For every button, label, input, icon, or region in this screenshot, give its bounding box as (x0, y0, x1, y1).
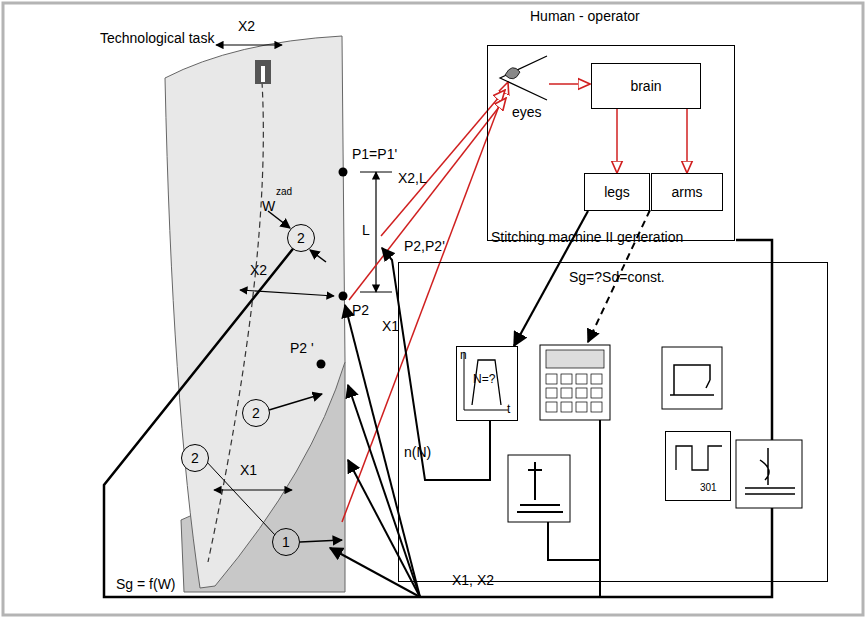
label: zad (276, 186, 292, 198)
vision-arrow (549, 83, 590, 85)
label: n(N) (404, 444, 431, 460)
process-box: arms (651, 173, 723, 211)
key (576, 374, 587, 384)
key (576, 388, 587, 398)
control-line (599, 420, 601, 560)
label: P1=P1' (352, 146, 397, 162)
callout-circle: 2 (287, 224, 315, 252)
label: X2 (250, 262, 267, 278)
process-box: brain (591, 63, 701, 109)
key (546, 374, 557, 384)
x1-dimension (214, 489, 292, 490)
feedback-line (104, 240, 772, 597)
vision-arrow (342, 82, 508, 522)
callout-number: 1 (282, 534, 290, 550)
upper-panel (165, 36, 345, 588)
label: L (362, 222, 370, 238)
eye-icon (500, 56, 547, 100)
l-tick (360, 292, 392, 293)
callout-number: 2 (252, 405, 260, 421)
label: Technological task (100, 30, 214, 46)
x2-dimension (240, 290, 334, 296)
box-text: n (460, 349, 467, 363)
box-text: arms (671, 184, 702, 200)
machine-icon (670, 365, 714, 395)
connector (616, 109, 618, 173)
box-text: legs (604, 184, 630, 200)
key (546, 402, 557, 412)
label: Sg = f(W) (116, 576, 176, 592)
label: X2 (238, 18, 255, 34)
graph-axes (464, 352, 508, 410)
force-arrow (300, 540, 342, 542)
box-text: Human - operator (530, 8, 640, 24)
key (561, 374, 572, 384)
label: W (262, 198, 275, 214)
key (576, 402, 587, 412)
label: X1 (382, 318, 399, 334)
key (591, 374, 602, 384)
machine-icon (662, 347, 722, 409)
leader-line (205, 460, 275, 535)
keypad-icon (540, 345, 610, 420)
presser-foot (255, 60, 271, 84)
force-arrow (269, 394, 322, 410)
box-text: 301 (700, 482, 717, 494)
x2-dimension (216, 44, 282, 45)
box-text: t (507, 403, 510, 417)
keypad-display (546, 350, 604, 368)
key (561, 388, 572, 398)
needle-icon (517, 462, 563, 512)
stitch-icon (676, 446, 722, 470)
control-line (348, 385, 420, 597)
key (591, 388, 602, 398)
keypad-keys (546, 374, 602, 412)
box-text: Sg=?Sd=const. (569, 269, 665, 285)
needle-slot (261, 66, 265, 82)
speed-graph (472, 360, 501, 405)
box-text: Stitching machine II generation (491, 229, 683, 245)
feed-icon (745, 448, 795, 494)
callout-number: 2 (297, 230, 305, 246)
process-box: nN=? t (456, 346, 518, 421)
force-arrow (310, 250, 326, 262)
label: X1, X2 (452, 572, 494, 588)
needle-icon (508, 455, 570, 522)
key (546, 388, 557, 398)
frame (3, 3, 863, 615)
label: eyes (512, 104, 542, 120)
point (339, 168, 348, 177)
callout-circle: 1 (272, 528, 300, 556)
feed-icon (736, 440, 802, 508)
key (591, 402, 602, 412)
label: X1 (240, 462, 257, 478)
eye-icon (505, 68, 520, 79)
process-box: legs (584, 173, 650, 211)
callout-circle: 2 (181, 444, 209, 472)
process-box: 301 (665, 431, 731, 501)
process-box: Stitching machine II generationSg=?Sd=co… (398, 262, 828, 582)
process-box: Human - operatorbrainlegsarms (487, 45, 735, 241)
label: X2,L (398, 170, 427, 186)
box-text: N=? (473, 373, 495, 387)
callout-circle: 2 (242, 399, 270, 427)
l-tick (360, 172, 392, 173)
label: P2 ' (290, 340, 314, 356)
key (561, 402, 572, 412)
vision-arrow (349, 98, 506, 300)
point (317, 360, 326, 369)
label: P2 (352, 302, 369, 318)
point (339, 292, 348, 301)
l-dimension (375, 172, 376, 292)
callout-number: 2 (191, 450, 199, 466)
control-line (548, 522, 600, 597)
label: P2,P2' (404, 238, 445, 254)
box-text: brain (630, 78, 661, 94)
control-line (348, 460, 420, 597)
connector (686, 109, 688, 173)
